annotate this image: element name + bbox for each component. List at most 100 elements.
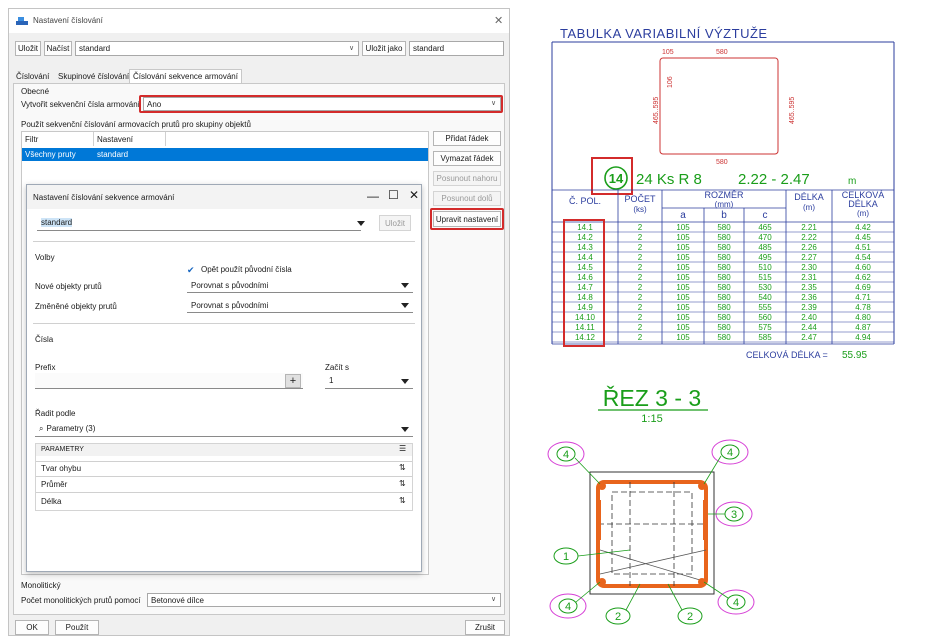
param-item[interactable]: Tvar ohybu: [41, 464, 82, 473]
table-cell: 575: [758, 323, 772, 332]
table-cell: 580: [717, 303, 731, 312]
chevron-down-icon[interactable]: [401, 427, 409, 432]
changed-objects-select[interactable]: Porovnat s původními: [187, 298, 413, 313]
move-up-button[interactable]: Posunout nahoru: [433, 171, 501, 186]
add-row-button[interactable]: Přidat řádek: [433, 131, 501, 146]
move-down-button[interactable]: Posunout dolů: [433, 191, 501, 206]
chevron-down-icon[interactable]: [401, 379, 409, 384]
monolithic-label: Počet monolitických prutů pomocí: [21, 596, 141, 605]
table-cell: 14.12: [575, 333, 596, 342]
divider: [33, 241, 415, 242]
sort-order-icon[interactable]: ⇅: [399, 496, 406, 505]
table-cell: 2: [638, 303, 643, 312]
table-cell: 580: [717, 293, 731, 302]
save-as-button[interactable]: Uložit jako: [362, 41, 406, 56]
table-cell: 105: [676, 233, 690, 242]
monolithic-select[interactable]: Betonové dílce: [147, 593, 501, 607]
mark-4-tl: 4: [563, 449, 569, 461]
table-cell: 105: [676, 283, 690, 292]
sort-value: Parametry (3): [46, 424, 96, 433]
delete-row-button[interactable]: Vymazat řádek: [433, 151, 501, 166]
save-as-field[interactable]: standard: [409, 41, 504, 56]
table-cell: 14.4: [577, 253, 593, 262]
table-cell: 485: [758, 243, 772, 252]
start-select[interactable]: 1: [325, 373, 413, 389]
param-item[interactable]: Délka: [41, 497, 62, 506]
table-cell: 2.40: [801, 313, 817, 322]
bar-side: [596, 500, 601, 540]
table-cell: 515: [758, 273, 772, 282]
table-cell: 105: [676, 263, 690, 272]
param-item[interactable]: Průměr: [41, 480, 68, 489]
load-button[interactable]: Načíst: [44, 41, 72, 56]
dim-top-long: 580: [716, 49, 728, 56]
position-circle: [604, 166, 628, 190]
table-row[interactable]: [22, 148, 428, 161]
chevron-down-icon[interactable]: [401, 283, 409, 288]
reuse-checkbox[interactable]: ✔: [187, 265, 195, 275]
highlight-position: [591, 157, 633, 195]
inner-save-button[interactable]: Uložit: [379, 215, 411, 231]
table-cell: 14.9: [577, 303, 593, 312]
chevron-down-icon[interactable]: [357, 221, 365, 226]
table-cell: 580: [717, 333, 731, 342]
prefix-input[interactable]: [35, 373, 303, 389]
filter-icon[interactable]: ☰: [399, 444, 407, 453]
table-cell: 2.22: [801, 233, 817, 242]
maximize-icon[interactable]: ☐: [388, 188, 399, 202]
sort-select[interactable]: ⌕Parametry (3): [35, 421, 413, 437]
section-drawing: ŘEZ 3 - 3 1:15 4 4 3 1 4 2 2 4: [547, 385, 755, 625]
close-icon[interactable]: ✕: [494, 15, 504, 27]
table-cell: 4.51: [855, 243, 871, 252]
add-prefix-button[interactable]: +: [285, 374, 301, 388]
table-cell: 105: [676, 303, 690, 312]
hdr-pol: Č. POL.: [569, 196, 601, 206]
create-seq-select[interactable]: Ano: [143, 97, 501, 111]
hdr-rozmer: ROZMĚR: [705, 190, 744, 200]
preset-select[interactable]: standard: [75, 41, 359, 56]
total-label: CELKOVÁ DÉLKA =: [746, 350, 828, 360]
table-grid: [552, 189, 894, 345]
table-cell: 2.47: [801, 333, 817, 342]
inner-dash: [611, 491, 693, 575]
inner-preset-select[interactable]: standard: [37, 215, 361, 231]
table-cell: 4.78: [855, 303, 871, 312]
hdr-celkova2: DÉLKA: [848, 199, 878, 209]
prefix-label: Prefix: [35, 363, 56, 372]
params-header: PARAMETRY: [41, 446, 84, 453]
sort-order-icon[interactable]: ⇅: [399, 479, 406, 488]
chevron-down-icon[interactable]: ∨: [491, 100, 497, 107]
bar-dot: [698, 578, 706, 586]
cancel-button[interactable]: Zrušit: [465, 620, 505, 635]
hdr-b: b: [721, 210, 727, 221]
tab-group-numbering[interactable]: Skupinové číslování: [58, 71, 130, 81]
minimize-icon[interactable]: —: [367, 189, 379, 203]
hdr-delka: DÉLKA: [794, 192, 824, 202]
chevron-down-icon[interactable]: [401, 303, 409, 308]
save-button[interactable]: Uložit: [15, 41, 41, 56]
apply-button[interactable]: Použít: [55, 620, 99, 635]
table-cell: 2.27: [801, 253, 817, 262]
mark-labels: [553, 444, 746, 625]
app-icon: [16, 16, 28, 25]
chevron-down-icon[interactable]: ∨: [349, 45, 355, 52]
mark-3: 3: [731, 509, 737, 521]
table-cell: 2: [638, 293, 643, 302]
ok-button[interactable]: OK: [15, 620, 49, 635]
close-icon[interactable]: ✕: [409, 188, 420, 202]
table-cell: 2.26: [801, 243, 817, 252]
table-cell: 2.39: [801, 303, 817, 312]
chevron-down-icon[interactable]: ∨: [491, 596, 497, 603]
column-outline: [589, 471, 715, 595]
tab-numbering[interactable]: Číslování: [16, 71, 50, 81]
dialog-titlebar: Nastavení číslování ✕: [9, 9, 509, 33]
total-value: 55.95: [842, 350, 867, 361]
table-cell: 105: [676, 243, 690, 252]
table-cell: 2: [638, 323, 643, 332]
table-cell: 105: [676, 253, 690, 262]
sort-order-icon[interactable]: ⇅: [399, 463, 406, 472]
edit-settings-button[interactable]: Upravit nastavení: [433, 211, 501, 227]
table-cell: 465: [758, 223, 772, 232]
new-objects-select[interactable]: Porovnat s původními: [187, 278, 413, 293]
tab-sequence-numbering[interactable]: Číslování sekvence armování: [129, 69, 242, 83]
